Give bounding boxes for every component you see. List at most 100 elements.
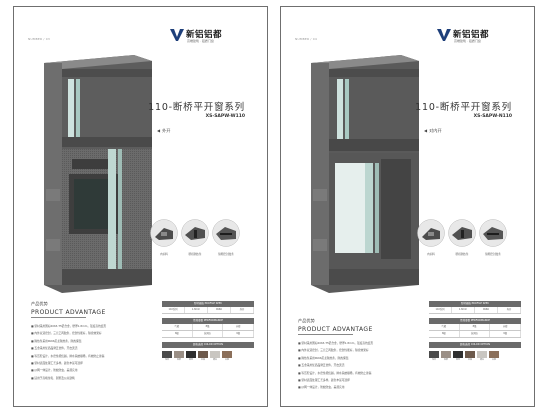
detail-circle-2 [181,219,209,247]
table-header: 性能参数 PERFORMANCE [162,318,254,324]
color-label: 木纹 [467,359,472,361]
color-label: 古铜 [491,359,496,361]
table-cell: 水密 [490,324,522,330]
advantage-item: ■ 纱网一体设计，防蚊防虫，美观实用 [31,368,78,373]
opening-label: 对内开 [429,128,442,133]
table-cell: 6级 [162,331,193,337]
advantage-item: ■ 隔热条采用PA66尼龙隔热条，隔热保温 [31,338,82,343]
color-label: 香槟 [176,359,181,361]
opening-label: 外开 [162,128,171,133]
table-cell: 110系列 [162,307,185,313]
advantage-heading-zh: 产品优势 [298,318,315,323]
advantage-item: ■ 型材表面处理工艺多样，颜色丰富可选择 [31,361,83,366]
advantage-item: ■ 适用于高端住宅、别墅及公共建筑 [31,375,75,380]
table-cell: 9级 [490,331,522,337]
catalog-page-right: NUMBER / 04 新铝铝都 高端建筑 · 铝质门窗 110-断桥平开窗系列… [280,6,535,407]
advantage-heading-zh: 产品优势 [31,301,48,306]
table-cell: 水密 [223,324,255,330]
table-row: 110系列 1.8mm PA66 内开 [429,307,521,314]
table-header: 型材规格 PROFILE SPEC [429,301,521,307]
color-label: 银白 [212,359,217,361]
color-label: 深灰 [164,359,169,361]
detail-label-3: 隔断密封胶条 [218,253,234,256]
thermal-break-icon [181,219,209,247]
seal-strip-icon [212,219,240,247]
table-cell: 气密 [429,324,460,330]
detail-circle-3 [479,219,507,247]
opening-type: ◀对内开 [424,128,442,134]
detail-label-1: 内扣料 [160,253,168,256]
brand-logo: 新铝铝都 高端建筑 · 铝质门窗 [170,27,245,49]
advantage-item: ■ 纱网一体设计，防蚊防虫，美观实用 [298,385,345,390]
table-row: 110系列 1.8mm PA66 外开 [162,307,254,314]
detail-label-2: 断桥隔热条 [188,253,202,256]
detail-circle-1 [417,219,445,247]
color-swatch [198,351,208,358]
color-swatch [465,351,475,358]
heading-divider [298,334,353,335]
table-cell: 气密 [162,324,193,330]
color-label: 香槟 [443,359,448,361]
table-header: 颜色选择 COLOR OPTION [162,342,254,348]
color-label: 木纹 [200,359,205,361]
profile-section-icon [150,219,178,247]
brand-slogan: 高端建筑 · 铝质门窗 [187,39,214,43]
detail-label-1: 内扣料 [427,253,435,256]
color-swatch [429,351,439,358]
table-cell: 抗风压 [460,331,491,337]
table-cell: PA66 [208,307,231,313]
color-swatch [441,351,451,358]
color-swatch [210,351,220,358]
color-label: 深灰 [431,359,436,361]
color-swatch [162,351,172,358]
table-header: 颜色选择 COLOR OPTION [429,342,521,348]
model-code: XS-SAPW-W110 [205,114,245,119]
color-label: 黑色 [188,359,193,361]
table-header: 性能参数 PERFORMANCE [429,318,521,324]
detail-label-2: 断桥隔热条 [455,253,469,256]
page-number: NUMBER / 03 [28,37,51,41]
brand-slogan: 高端建筑 · 铝质门窗 [454,39,481,43]
color-labels: 深灰 香槟 黑色 木纹 银白 古铜 [429,358,521,361]
color-labels: 深灰 香槟 黑色 木纹 银白 古铜 [162,358,254,361]
color-label: 黑色 [455,359,460,361]
table-cell: 8级 [193,324,224,330]
detail-circle-2 [448,219,476,247]
heading-divider [31,317,86,318]
table-cell: 8级 [460,324,491,330]
table-cell: 1.8mm [185,307,208,313]
advantage-item: ■ 隔热条采用PA66尼龙隔热条，隔热保温 [298,355,349,360]
advantage-item: ■ 等压腔设计，水密性能优越，排水系统顺畅，有效防止渗漏 [298,370,372,375]
window-product-image [311,55,419,293]
catalog-page-left: NUMBER / 03 新铝铝都 高端建筑 · 铝质门窗 110-断桥平开窗系列… [13,6,268,407]
table-cell: 6级 [429,331,460,337]
brand-name: 新铝铝都 [186,30,223,40]
advantage-item: ■ 等压腔设计，水密性能优越，排水系统顺畅，有效防止渗漏 [31,353,105,358]
table-row: 6级 抗风压 9级 [429,331,522,338]
color-swatches [162,351,254,358]
table-row: 气密 8级 水密 [429,324,522,331]
detail-circle-1 [150,219,178,247]
table-row: 6级 抗风压 9级 [162,331,255,338]
window-product-image [44,55,152,293]
series-title: 110-断桥平开窗系列 [148,102,245,113]
brand-v-icon [170,29,184,41]
opening-arrow-icon: ◀ [424,128,428,133]
color-swatch [477,351,487,358]
table-cell: 内开 [498,307,521,313]
advantage-item: ■ 内外双道密封，三元乙丙胶条，密封性能好，隔音效果好 [31,331,102,336]
table-cell: 110系列 [429,307,452,313]
page-number: NUMBER / 04 [295,37,318,41]
advantage-item: ■ 五金采用优质品牌五金件，开启灵活 [298,363,345,368]
brand-name: 新铝铝都 [453,30,490,40]
color-label: 古铜 [224,359,229,361]
advantage-item: ■ 型材采用国标6063-T5铝合金，壁厚1.8mm，强度高抗变形 [31,324,107,328]
spec-tables: 型材规格 PROFILE SPEC 110系列 1.8mm PA66 内开 性能… [429,301,522,361]
table-header: 型材规格 PROFILE SPEC [162,301,254,307]
profile-section-icon [417,219,445,247]
advantage-heading-en: PRODUCT ADVANTAGE [298,326,373,333]
color-swatch [222,351,232,358]
table-cell: PA66 [475,307,498,313]
advantage-item: ■ 内外双道密封，三元乙丙胶条，密封性能好，隔音效果好 [298,348,369,353]
series-title: 110-断桥平开窗系列 [415,102,512,113]
